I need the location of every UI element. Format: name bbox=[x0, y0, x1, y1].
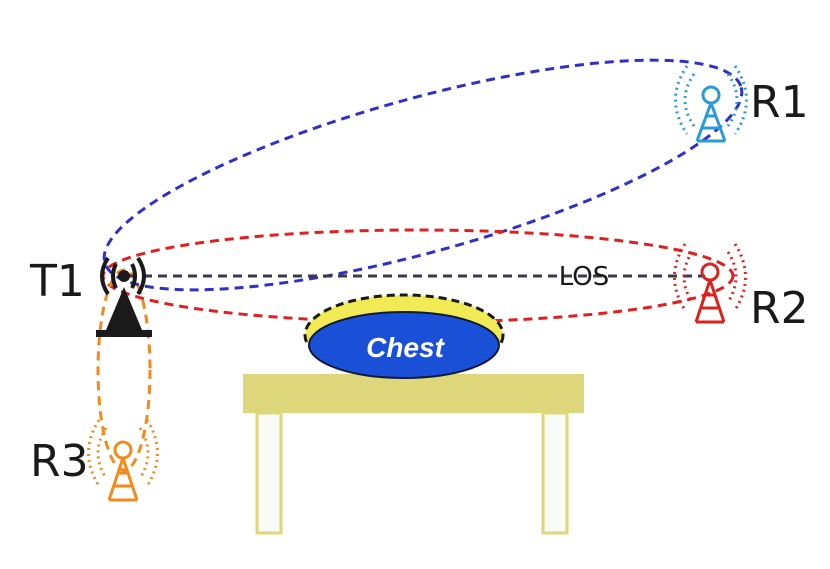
node-label-r3: R3 bbox=[30, 436, 89, 487]
antenna-r1-icon bbox=[674, 65, 748, 143]
antenna-t1-icon bbox=[96, 256, 152, 337]
table-leg-right bbox=[541, 411, 569, 535]
los-label: LOS bbox=[559, 262, 610, 292]
table-top bbox=[243, 374, 584, 413]
antenna-r2-icon bbox=[673, 243, 747, 324]
path-t1-r1 bbox=[102, 58, 744, 292]
chest-body bbox=[308, 311, 500, 379]
antenna-r3-icon bbox=[87, 419, 159, 502]
table-leg-left bbox=[255, 411, 283, 535]
node-label-r2: R2 bbox=[750, 283, 809, 334]
table bbox=[243, 374, 584, 535]
node-label-t1: T1 bbox=[29, 256, 85, 307]
chest-label: Chest bbox=[366, 332, 445, 363]
chest: Chest bbox=[303, 293, 505, 379]
node-label-r1: R1 bbox=[750, 77, 809, 128]
